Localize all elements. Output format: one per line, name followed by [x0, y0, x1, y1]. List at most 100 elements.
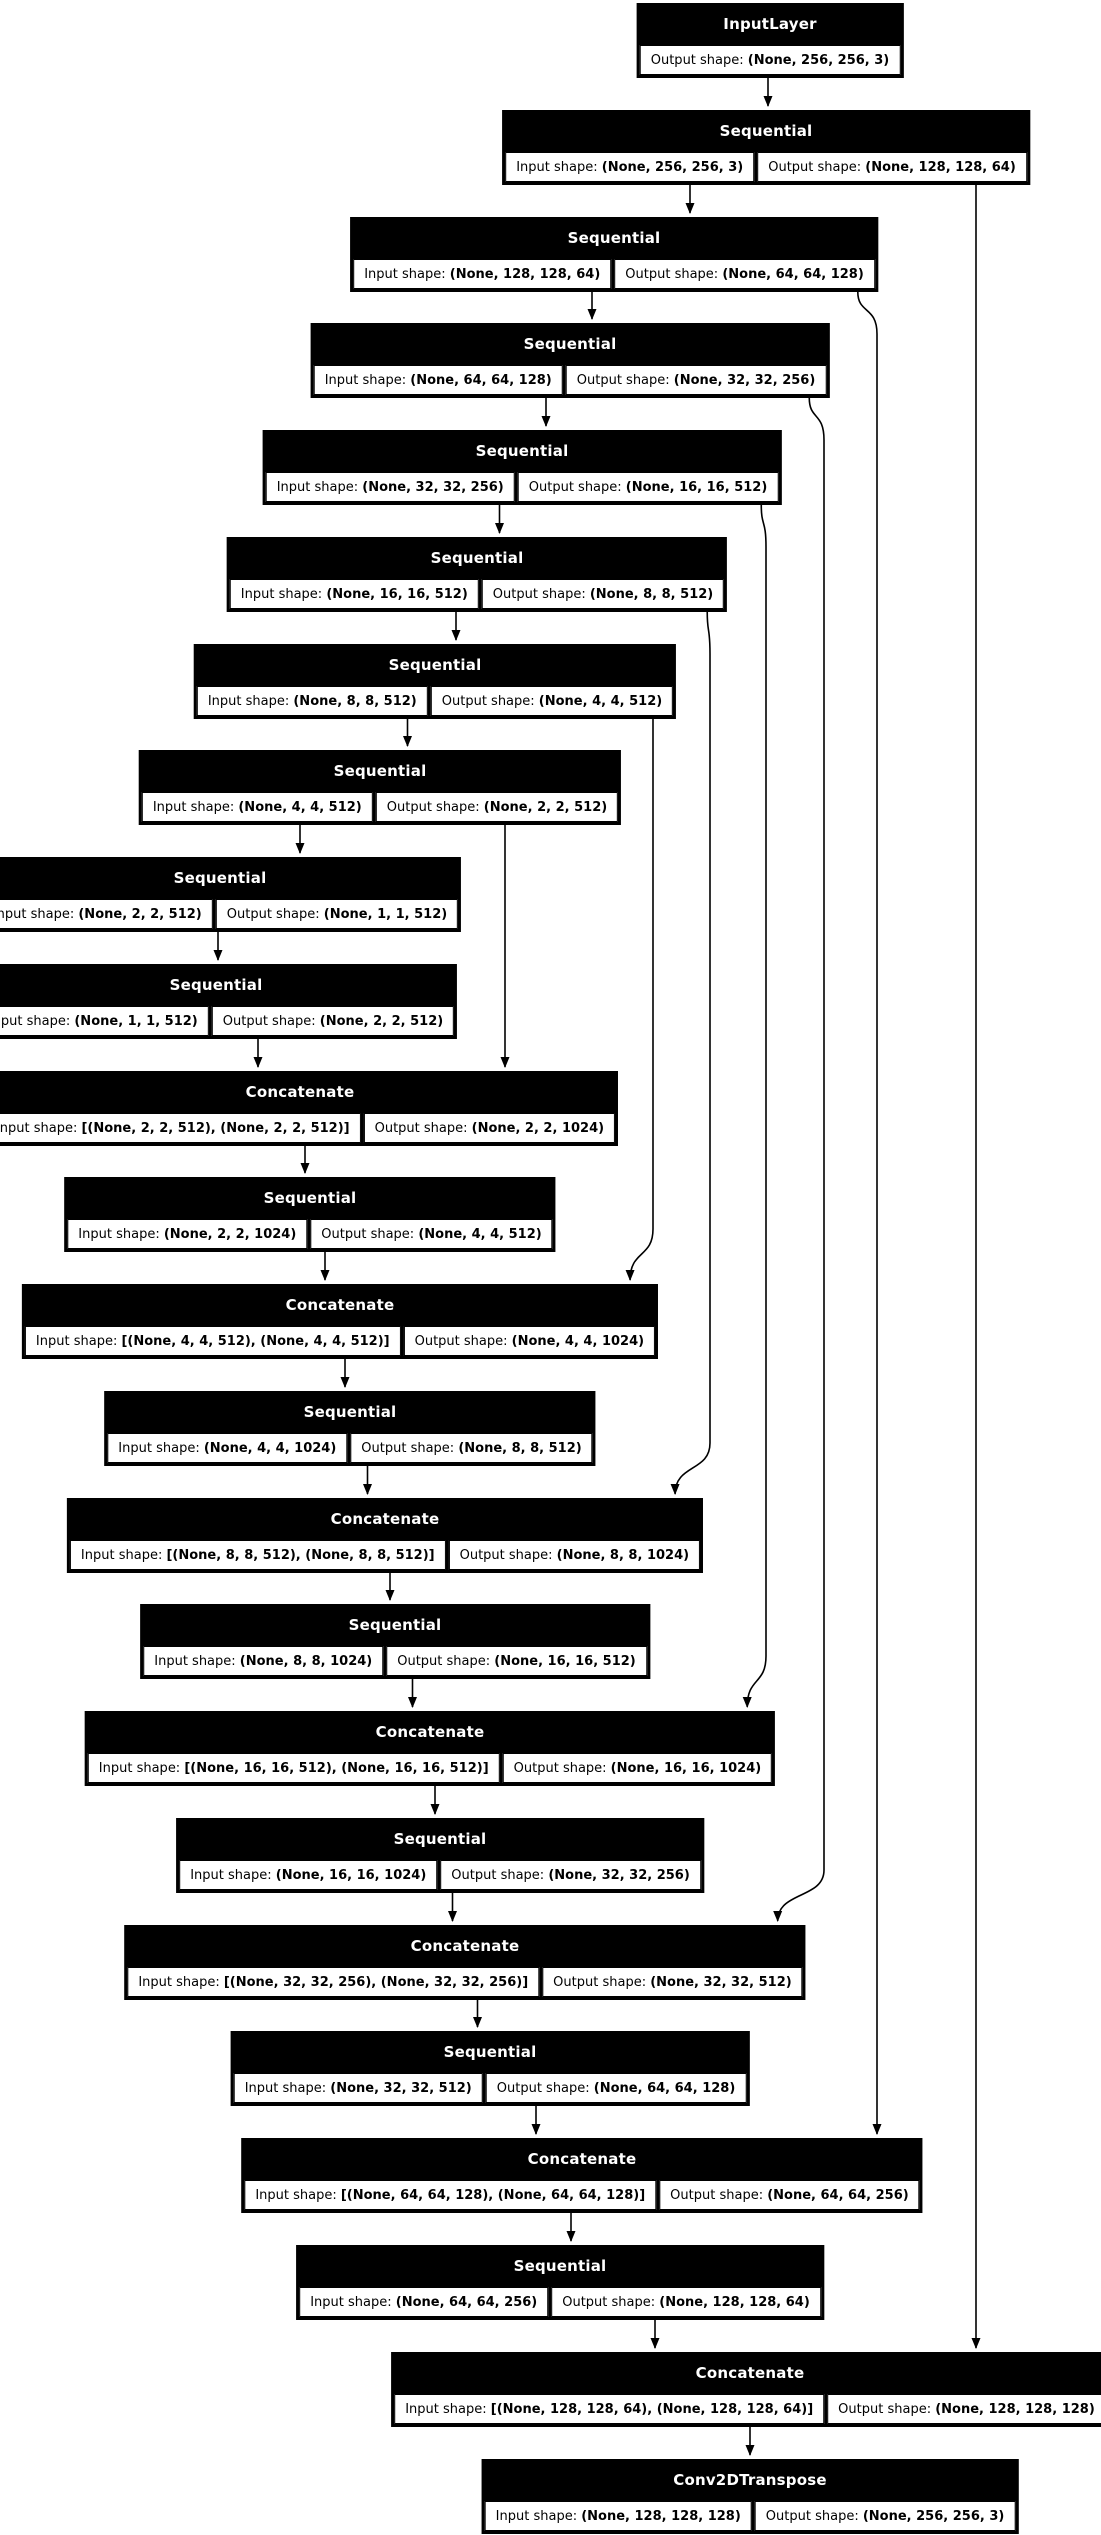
output-shape-prefix: Output shape: [528, 479, 626, 495]
layer-type-label: Concatenate [695, 2364, 805, 2382]
layer-type-label: Sequential [263, 1189, 357, 1207]
input-shape-value: (None, 16, 16, 512) [326, 586, 468, 602]
input-shape-value: [(None, 16, 16, 512), (None, 16, 16, 512… [184, 1760, 489, 1776]
output-shape-cell: Output shape: (None, 2, 2, 512) [375, 792, 619, 822]
layer-type-label: Sequential [523, 335, 617, 353]
edge-connector [742, 504, 767, 1708]
input-shape-cell: Input shape: [(None, 128, 128, 64), (Non… [394, 2394, 825, 2424]
input-shape-cell: Input shape: (None, 16, 16, 512) [229, 579, 479, 609]
output-shape-value: (None, 64, 64, 128) [593, 2080, 736, 2096]
input-shape-cell: Input shape: (None, 16, 16, 1024) [179, 1860, 438, 1890]
output-shape-cell: Output shape: (None, 32, 32, 256) [565, 365, 827, 395]
output-shape-prefix: Output shape: [361, 1440, 459, 1456]
output-shape-prefix: Output shape: [492, 586, 590, 602]
output-shape-prefix: Output shape: [451, 1867, 549, 1883]
input-shape-prefix: Input shape: [190, 1867, 276, 1883]
output-shape-prefix: Output shape: [553, 1974, 651, 1990]
output-shape-cell: Output shape: (None, 2, 2, 1024) [363, 1113, 616, 1143]
output-shape-prefix: Output shape: [226, 906, 324, 922]
output-shape-prefix: Output shape: [650, 52, 748, 68]
output-shape-value: (None, 128, 128, 64) [659, 2294, 810, 2310]
output-shape-cell: Output shape: (None, 16, 16, 1024) [502, 1753, 773, 1783]
input-shape-prefix: Input shape: [35, 1333, 122, 1349]
input-shape-prefix: Input shape: [154, 1653, 240, 1669]
output-shape-prefix: Output shape: [496, 2080, 594, 2096]
output-shape-cell: Output shape: (None, 16, 16, 512) [386, 1646, 647, 1676]
shape-cells-row: Input shape: (None, 128, 128, 128)Output… [483, 2501, 1018, 2533]
layer-type-label: Sequential [443, 2043, 537, 2061]
input-shape-value: (None, 128, 128, 128) [581, 2508, 741, 2524]
output-shape-value: (None, 8, 8, 1024) [556, 1547, 690, 1563]
input-shape-cell: Input shape: (None, 2, 2, 512) [0, 899, 213, 929]
output-shape-cell: Output shape: (None, 8, 8, 512) [350, 1433, 593, 1463]
input-shape-value: (None, 64, 64, 256) [395, 2294, 538, 2310]
input-shape-prefix: Input shape: [310, 2294, 396, 2310]
input-shape-cell: Input shape: [(None, 4, 4, 512), (None, … [24, 1326, 401, 1356]
input-shape-value: (None, 4, 4, 512) [238, 799, 362, 815]
shape-cells-row: Input shape: [(None, 8, 8, 512), (None, … [68, 1540, 702, 1572]
output-shape-value: (None, 128, 128, 64) [865, 159, 1016, 175]
output-shape-cell: Output shape: (None, 128, 128, 128) [827, 2394, 1101, 2424]
input-shape-cell: Input shape: [(None, 8, 8, 512), (None, … [69, 1540, 446, 1570]
input-shape-value: (None, 8, 8, 1024) [239, 1653, 373, 1669]
output-shape-cell: Output shape: (None, 16, 16, 512) [517, 472, 779, 502]
input-shape-cell: Input shape: (None, 8, 8, 512) [196, 686, 428, 716]
input-shape-value: (None, 64, 64, 128) [410, 372, 552, 388]
input-shape-value: [(None, 2, 2, 512), (None, 2, 2, 512)] [81, 1120, 350, 1136]
output-shape-prefix: Output shape: [562, 2294, 660, 2310]
input-shape-prefix: Input shape: [152, 799, 239, 815]
input-shape-value: (None, 32, 32, 512) [330, 2080, 472, 2096]
layer-type-label: Concatenate [245, 1083, 355, 1101]
output-shape-cell: Output shape: (None, 128, 128, 64) [757, 152, 1027, 182]
shape-cells-row: Input shape: (None, 4, 4, 1024)Output sh… [105, 1433, 594, 1465]
output-shape-value: (None, 2, 2, 1024) [471, 1120, 605, 1136]
edge-connector [856, 291, 882, 2135]
output-shape-cell: Output shape: (None, 8, 8, 1024) [448, 1540, 701, 1570]
output-shape-cell: Output shape: (None, 4, 4, 512) [430, 686, 674, 716]
shape-cells-row: Input shape: (None, 32, 32, 256)Output s… [264, 472, 781, 504]
output-shape-prefix: Output shape: [374, 1120, 472, 1136]
input-shape-prefix: Input shape: [255, 2187, 341, 2203]
shape-cells-row: Input shape: (None, 32, 32, 512)Output s… [232, 2073, 749, 2105]
output-shape-value: (None, 8, 8, 512) [458, 1440, 582, 1456]
shape-cells-row: Input shape: (None, 16, 16, 512) Output s… [228, 579, 726, 611]
layer-type-label: Conv2DTranspose [673, 2471, 827, 2489]
layer-type-label: Sequential [719, 122, 813, 140]
input-shape-value: (None, 256, 256, 3) [601, 159, 744, 175]
output-shape-prefix: Output shape: [576, 372, 674, 388]
edge-connector [625, 719, 654, 1281]
output-shape-cell: Output shape: (None, 64, 64, 128) [485, 2073, 747, 2103]
output-shape-value: (None, 2, 2, 512) [483, 799, 608, 815]
shape-cells-row: Input shape: [(None, 64, 64, 128), (None… [242, 2180, 921, 2212]
output-shape-value: (None, 4, 4, 512) [418, 1226, 542, 1242]
input-shape-value: (None, 128, 128, 64) [449, 266, 601, 282]
output-shape-prefix: Output shape: [838, 2401, 936, 2417]
input-shape-prefix: Input shape: [516, 159, 602, 175]
output-shape-cell: Output shape: (None, 1, 1, 512) [215, 899, 459, 929]
shape-cells-row: Input shape: (None, 1, 1, 512)Output sha… [0, 1006, 456, 1038]
output-shape-cell: Output shape: (None, 256, 256, 3) [754, 2501, 1016, 2531]
input-shape-prefix: Input shape: [364, 266, 450, 282]
shape-cells-row: Input shape: (None, 256, 256, 3) Output s… [503, 152, 1029, 184]
input-shape-prefix: Input shape: [276, 479, 363, 495]
output-shape-prefix: Output shape: [441, 693, 539, 709]
output-shape-prefix: Output shape: [768, 159, 866, 175]
output-shape-value: (None, 16, 16, 512) [494, 1653, 636, 1669]
output-shape-value: (None, 256, 256, 3) [747, 52, 890, 68]
output-shape-value: (None, 4, 4, 1024) [511, 1333, 645, 1349]
layer-type-label: Sequential [430, 549, 524, 567]
output-shape-cell: Output shape: (None, 256, 256, 3) [639, 45, 901, 75]
edge-connector [670, 611, 711, 1495]
edge-connector [773, 397, 825, 1922]
output-shape-cell: Output shape: (None, 32, 32, 256) [440, 1860, 701, 1890]
output-shape-prefix: Output shape: [670, 2187, 768, 2203]
